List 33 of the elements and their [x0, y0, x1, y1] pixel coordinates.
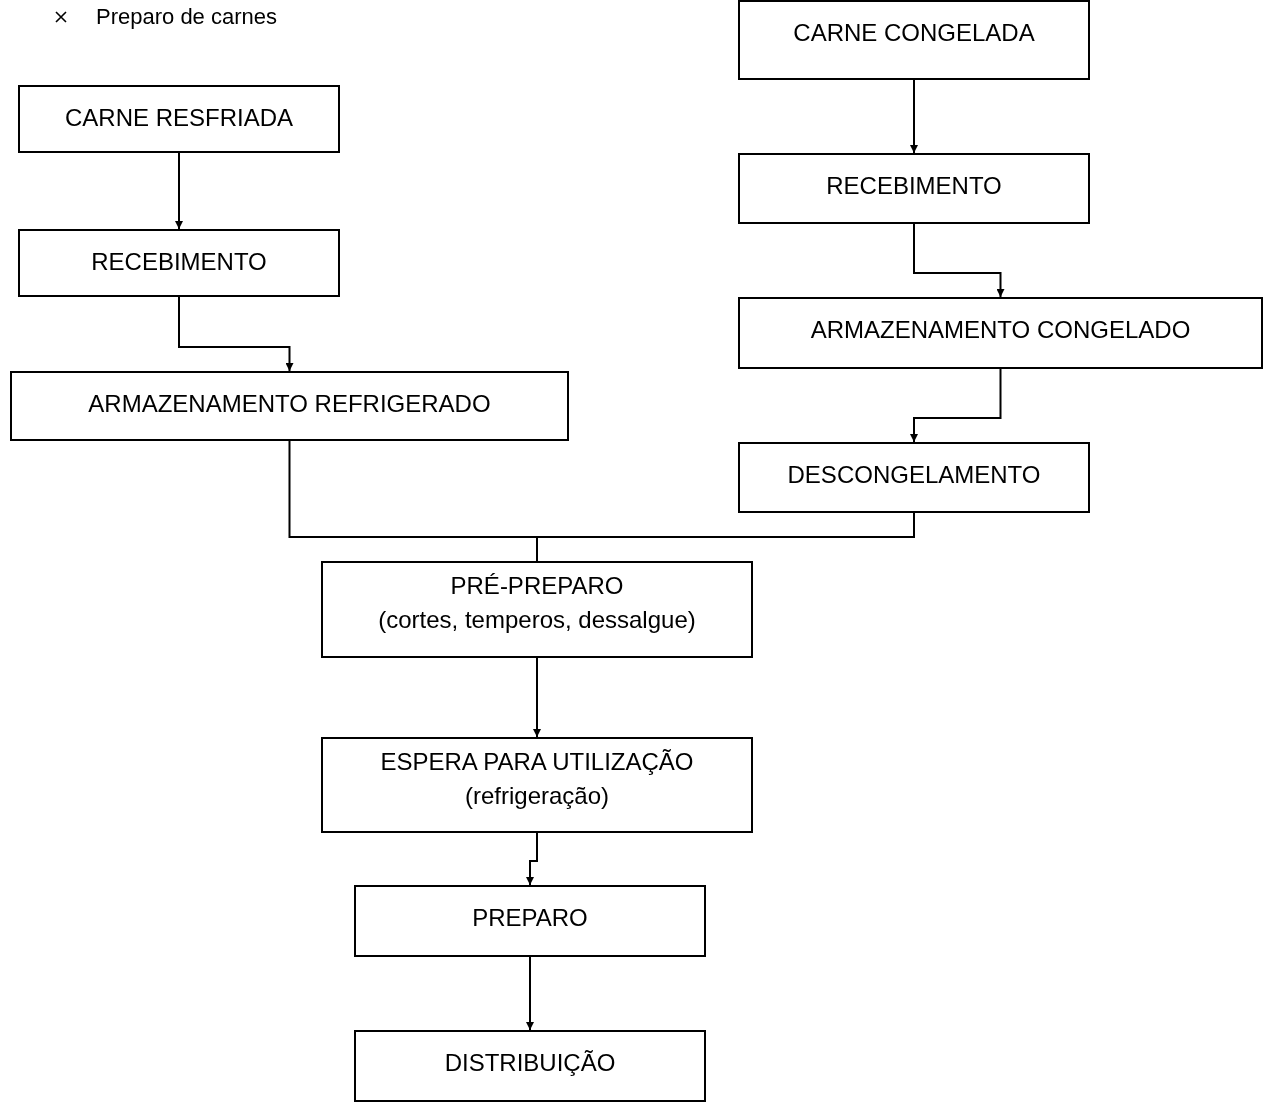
arrow	[910, 368, 1002, 443]
arrow	[533, 657, 541, 738]
arrow	[913, 223, 1005, 298]
arrow	[178, 296, 294, 372]
process-box	[738, 153, 1090, 224]
step-label: PREPARO	[472, 903, 588, 933]
step-label: CARNE CONGELADA	[793, 18, 1035, 48]
process-box	[321, 737, 753, 833]
step-label: CARNE RESFRIADA	[64, 103, 293, 133]
arrow	[526, 956, 534, 1031]
process-box	[321, 561, 753, 658]
arrow	[526, 832, 538, 886]
step-label: RECEBIMENTO	[91, 247, 267, 277]
step-note: (cortes, temperos, dessalgue)	[378, 605, 696, 635]
arrow	[910, 79, 918, 154]
step-label: ARMAZENAMENTO CONGELADO	[810, 315, 1191, 345]
step-label: ESPERA PARA UTILIZAÇÃO	[380, 747, 694, 777]
process-box	[18, 229, 340, 297]
process-box	[738, 442, 1090, 513]
arrow	[175, 152, 183, 230]
step-label: ARMAZENAMENTO REFRIGERADO	[88, 389, 491, 419]
step-note: (refrigeração)	[464, 781, 609, 811]
process-box	[18, 85, 340, 153]
process-box	[738, 297, 1263, 369]
process-box	[10, 371, 569, 441]
process-box	[738, 0, 1090, 80]
process-box	[354, 885, 706, 957]
step-label: PRÉ-PREPARO	[450, 571, 624, 601]
step-label: DESCONGELAMENTO	[787, 460, 1041, 490]
step-label: DISTRIBUIÇÃO	[444, 1048, 616, 1078]
process-box	[354, 1030, 706, 1102]
title: Preparo de carnes	[96, 4, 277, 30]
step-label: RECEBIMENTO	[826, 171, 1002, 201]
